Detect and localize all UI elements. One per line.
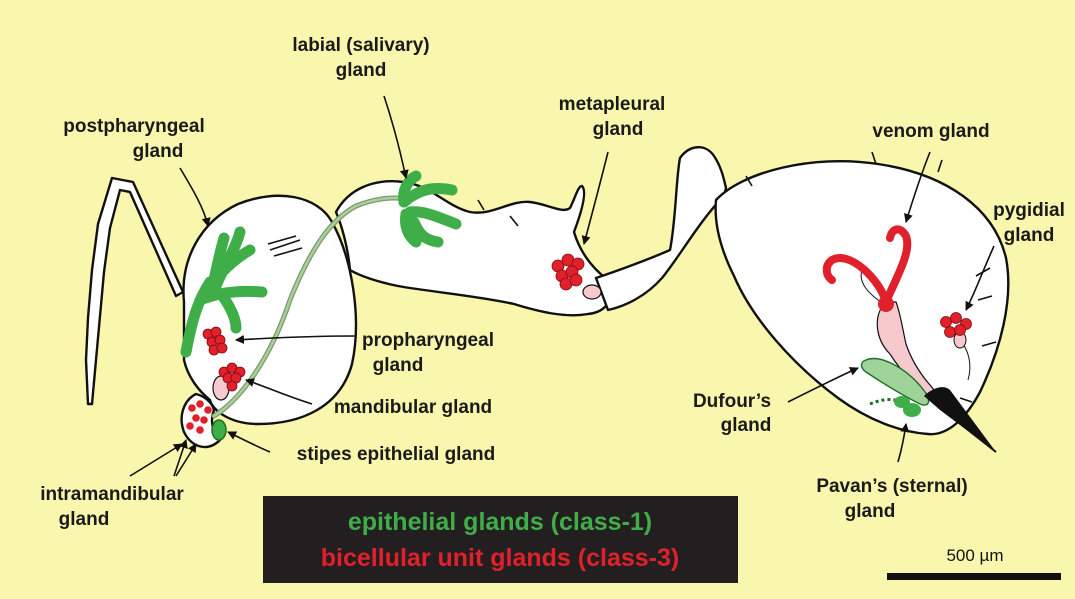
label-propharyngeal-line2: gland [373,355,424,376]
label-pygidial-line2: gland [1004,225,1055,246]
label-labial-line2: gland [336,60,387,81]
label-stipes: stipes epithelial gland [297,444,496,465]
label-pavan-line2: gland [845,501,896,522]
stipes-epithelial-gland [212,420,226,440]
label-dufour-line1: Dufour’s [693,391,771,412]
label-metapleural-line2: gland [593,119,644,140]
label-dufour-line2: gland [721,415,772,436]
label-postpharyngeal-line2: gland [133,141,184,162]
legend: epithelial glands (class-1) bicellular u… [263,496,738,583]
scale-label: 500 µm [946,546,1003,565]
label-intramandibular-line1: intramandibular [40,484,184,505]
label-intramandibular-line2: gland [59,509,110,530]
label-venom: venom gland [872,121,989,142]
label-pygidial-line1: pygidial [993,200,1065,221]
label-propharyngeal-line1: propharyngeal [362,330,494,351]
label-mandibular: mandibular gland [334,397,492,418]
label-postpharyngeal-line1: postpharyngeal [63,116,204,137]
label-metapleural-line1: metapleural [559,94,666,115]
legend-class3: bicellular unit glands (class-3) [321,544,679,572]
label-labial-line1: labial (salivary) [292,35,429,56]
legend-class1: epithelial glands (class-1) [348,508,652,536]
scale-line [887,573,1061,580]
label-pavan-line1: Pavan’s (sternal) [816,476,967,497]
